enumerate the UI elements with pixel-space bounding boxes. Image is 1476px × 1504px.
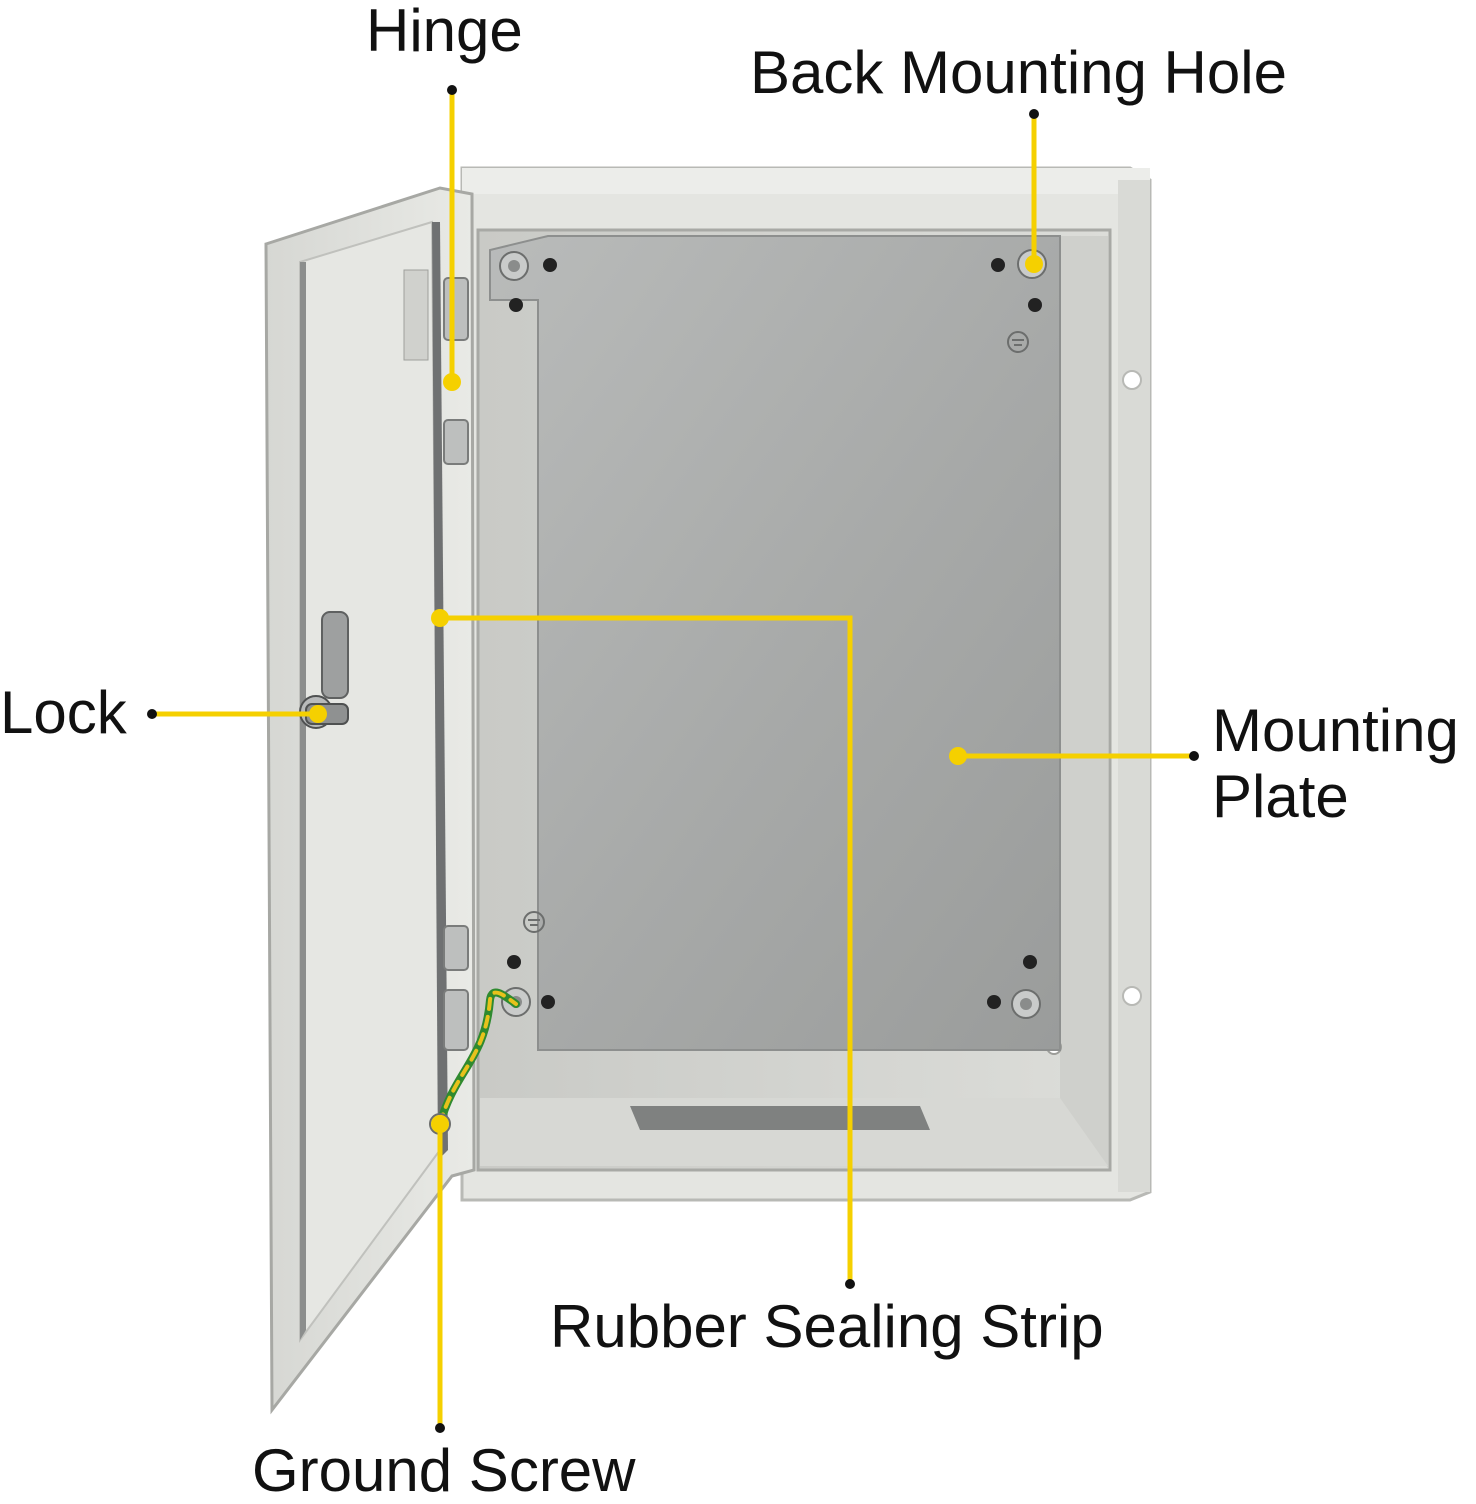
plate-hole <box>987 995 1001 1009</box>
side-ear-hole <box>1122 986 1142 1006</box>
plate-hole <box>507 955 521 969</box>
hinge-part <box>443 419 469 465</box>
leader-dot-mounting-plate <box>1189 751 1199 761</box>
label-mounting-plate-line1: Mounting <box>1212 697 1459 764</box>
leader-dot-ground-screw <box>435 1423 445 1433</box>
leader-target-lock <box>309 705 327 723</box>
plate-hole <box>991 258 1005 272</box>
label-lock: Lock <box>0 679 127 746</box>
leader-target-back-mounting-hole <box>1025 255 1043 273</box>
plate-hole <box>543 258 557 272</box>
plate-hole <box>541 995 555 1009</box>
leader-dot-hinge <box>447 85 457 95</box>
leader-target-mounting-plate <box>949 747 967 765</box>
leader-dot-back-mounting-hole <box>1029 109 1039 119</box>
hinge-part <box>443 925 469 971</box>
leader-target-hinge <box>443 373 461 391</box>
label-back-mounting-hole: Back Mounting Hole <box>750 39 1287 106</box>
leader-dot-rubber-sealing-strip <box>845 1279 855 1289</box>
label-ground-screw: Ground Screw <box>252 1437 636 1504</box>
plate-hole <box>1023 955 1037 969</box>
rubber-sealing-strip <box>432 222 448 1160</box>
plate-hole <box>509 298 523 312</box>
ground-symbol-icon <box>523 331 1029 933</box>
plate-hole <box>1028 298 1042 312</box>
leader-target-rubber-sealing-strip <box>431 609 449 627</box>
hinge-part <box>443 989 469 1051</box>
hinge-part <box>443 277 469 341</box>
ce-sticker <box>403 269 429 361</box>
leader-line-rubber-sealing-strip <box>440 615 853 1284</box>
label-rubber-sealing-strip: Rubber Sealing Strip <box>550 1293 1104 1360</box>
cabinet-door <box>264 186 476 1415</box>
callout-lines <box>147 85 1199 1433</box>
leader-target-ground-screw <box>431 1115 449 1133</box>
mounting-plate <box>489 235 1061 1051</box>
label-mounting-plate-line2: Plate <box>1212 763 1349 830</box>
label-hinge: Hinge <box>366 0 523 64</box>
leader-dot-lock <box>147 709 157 719</box>
side-ear-hole <box>1122 370 1142 390</box>
